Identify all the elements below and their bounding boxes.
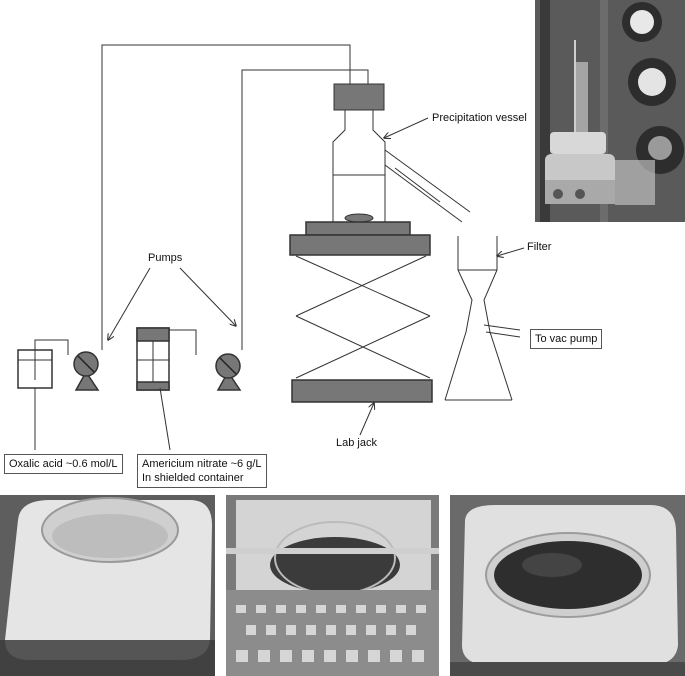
lab-jack-label: Lab jack bbox=[336, 437, 377, 449]
stir-bar bbox=[344, 213, 374, 223]
jack-arm-1 bbox=[295, 255, 431, 317]
pump-1-stand bbox=[74, 370, 100, 391]
americium-label: Americium nitrate ~6 g/L In shielded con… bbox=[137, 454, 267, 488]
to-vac-pump-label: To vac pump bbox=[530, 329, 603, 349]
dish-photo-1 bbox=[0, 495, 215, 676]
dish-photo-2 bbox=[226, 495, 439, 676]
filter-label: Filter bbox=[527, 241, 552, 253]
vessel-neck-right bbox=[372, 110, 386, 236]
pump-2-stand bbox=[216, 370, 242, 391]
stirrer-plate bbox=[289, 221, 431, 256]
vessel-outlet-inner bbox=[394, 167, 441, 203]
lab-setup-photo bbox=[535, 0, 685, 222]
pump-1 bbox=[73, 351, 100, 391]
pump-1-rotor bbox=[77, 355, 95, 373]
oxalic-acid-label: Oxalic acid ~0.6 mol/L bbox=[4, 454, 123, 474]
pump-2-rotor bbox=[219, 357, 237, 375]
vessel-outlet-upper bbox=[384, 149, 471, 213]
vac-line-1 bbox=[483, 324, 521, 331]
pumps-label: Pumps bbox=[148, 252, 183, 264]
vessel-neck bbox=[332, 110, 346, 236]
vac-line-2 bbox=[485, 331, 521, 338]
leader-americium bbox=[159, 387, 171, 451]
filter-neck-right bbox=[483, 269, 513, 401]
vessel-outlet-lower bbox=[384, 164, 463, 223]
tubing-lines bbox=[34, 44, 369, 380]
precipitation-vessel-label: Precipitation vessel bbox=[432, 112, 527, 124]
americium-shield-bottom bbox=[136, 381, 170, 391]
arrow-to-lab-jack bbox=[359, 403, 374, 436]
arrow-to-pump-1 bbox=[108, 267, 151, 340]
oxalic-feed-line bbox=[101, 44, 351, 350]
stirrer-base bbox=[289, 234, 431, 256]
arrow-to-pump-2 bbox=[179, 267, 236, 326]
lab-jack bbox=[291, 255, 433, 403]
pump-2 bbox=[215, 353, 242, 391]
americium-to-pump-line bbox=[168, 329, 197, 355]
americium-label-line1: Americium nitrate ~6 g/L bbox=[142, 458, 262, 470]
jack-base bbox=[291, 379, 433, 403]
jack-arm-2 bbox=[295, 255, 427, 317]
americium-label-line2: In shielded container bbox=[142, 472, 244, 484]
arrow-to-filter bbox=[497, 247, 525, 256]
stirrer-top bbox=[305, 221, 411, 236]
filter-neck-left bbox=[444, 269, 473, 401]
annotation-arrows bbox=[34, 117, 525, 451]
jack-arm-4 bbox=[295, 315, 431, 379]
dish-photo-3 bbox=[450, 495, 685, 676]
precipitation-vessel bbox=[332, 83, 471, 236]
vessel-cap bbox=[333, 83, 385, 111]
filter-funnel bbox=[444, 236, 521, 401]
americium-feed-line bbox=[241, 69, 369, 350]
arrow-to-vessel bbox=[384, 117, 429, 138]
americium-shield-top bbox=[136, 327, 170, 342]
americium-container bbox=[136, 327, 170, 391]
